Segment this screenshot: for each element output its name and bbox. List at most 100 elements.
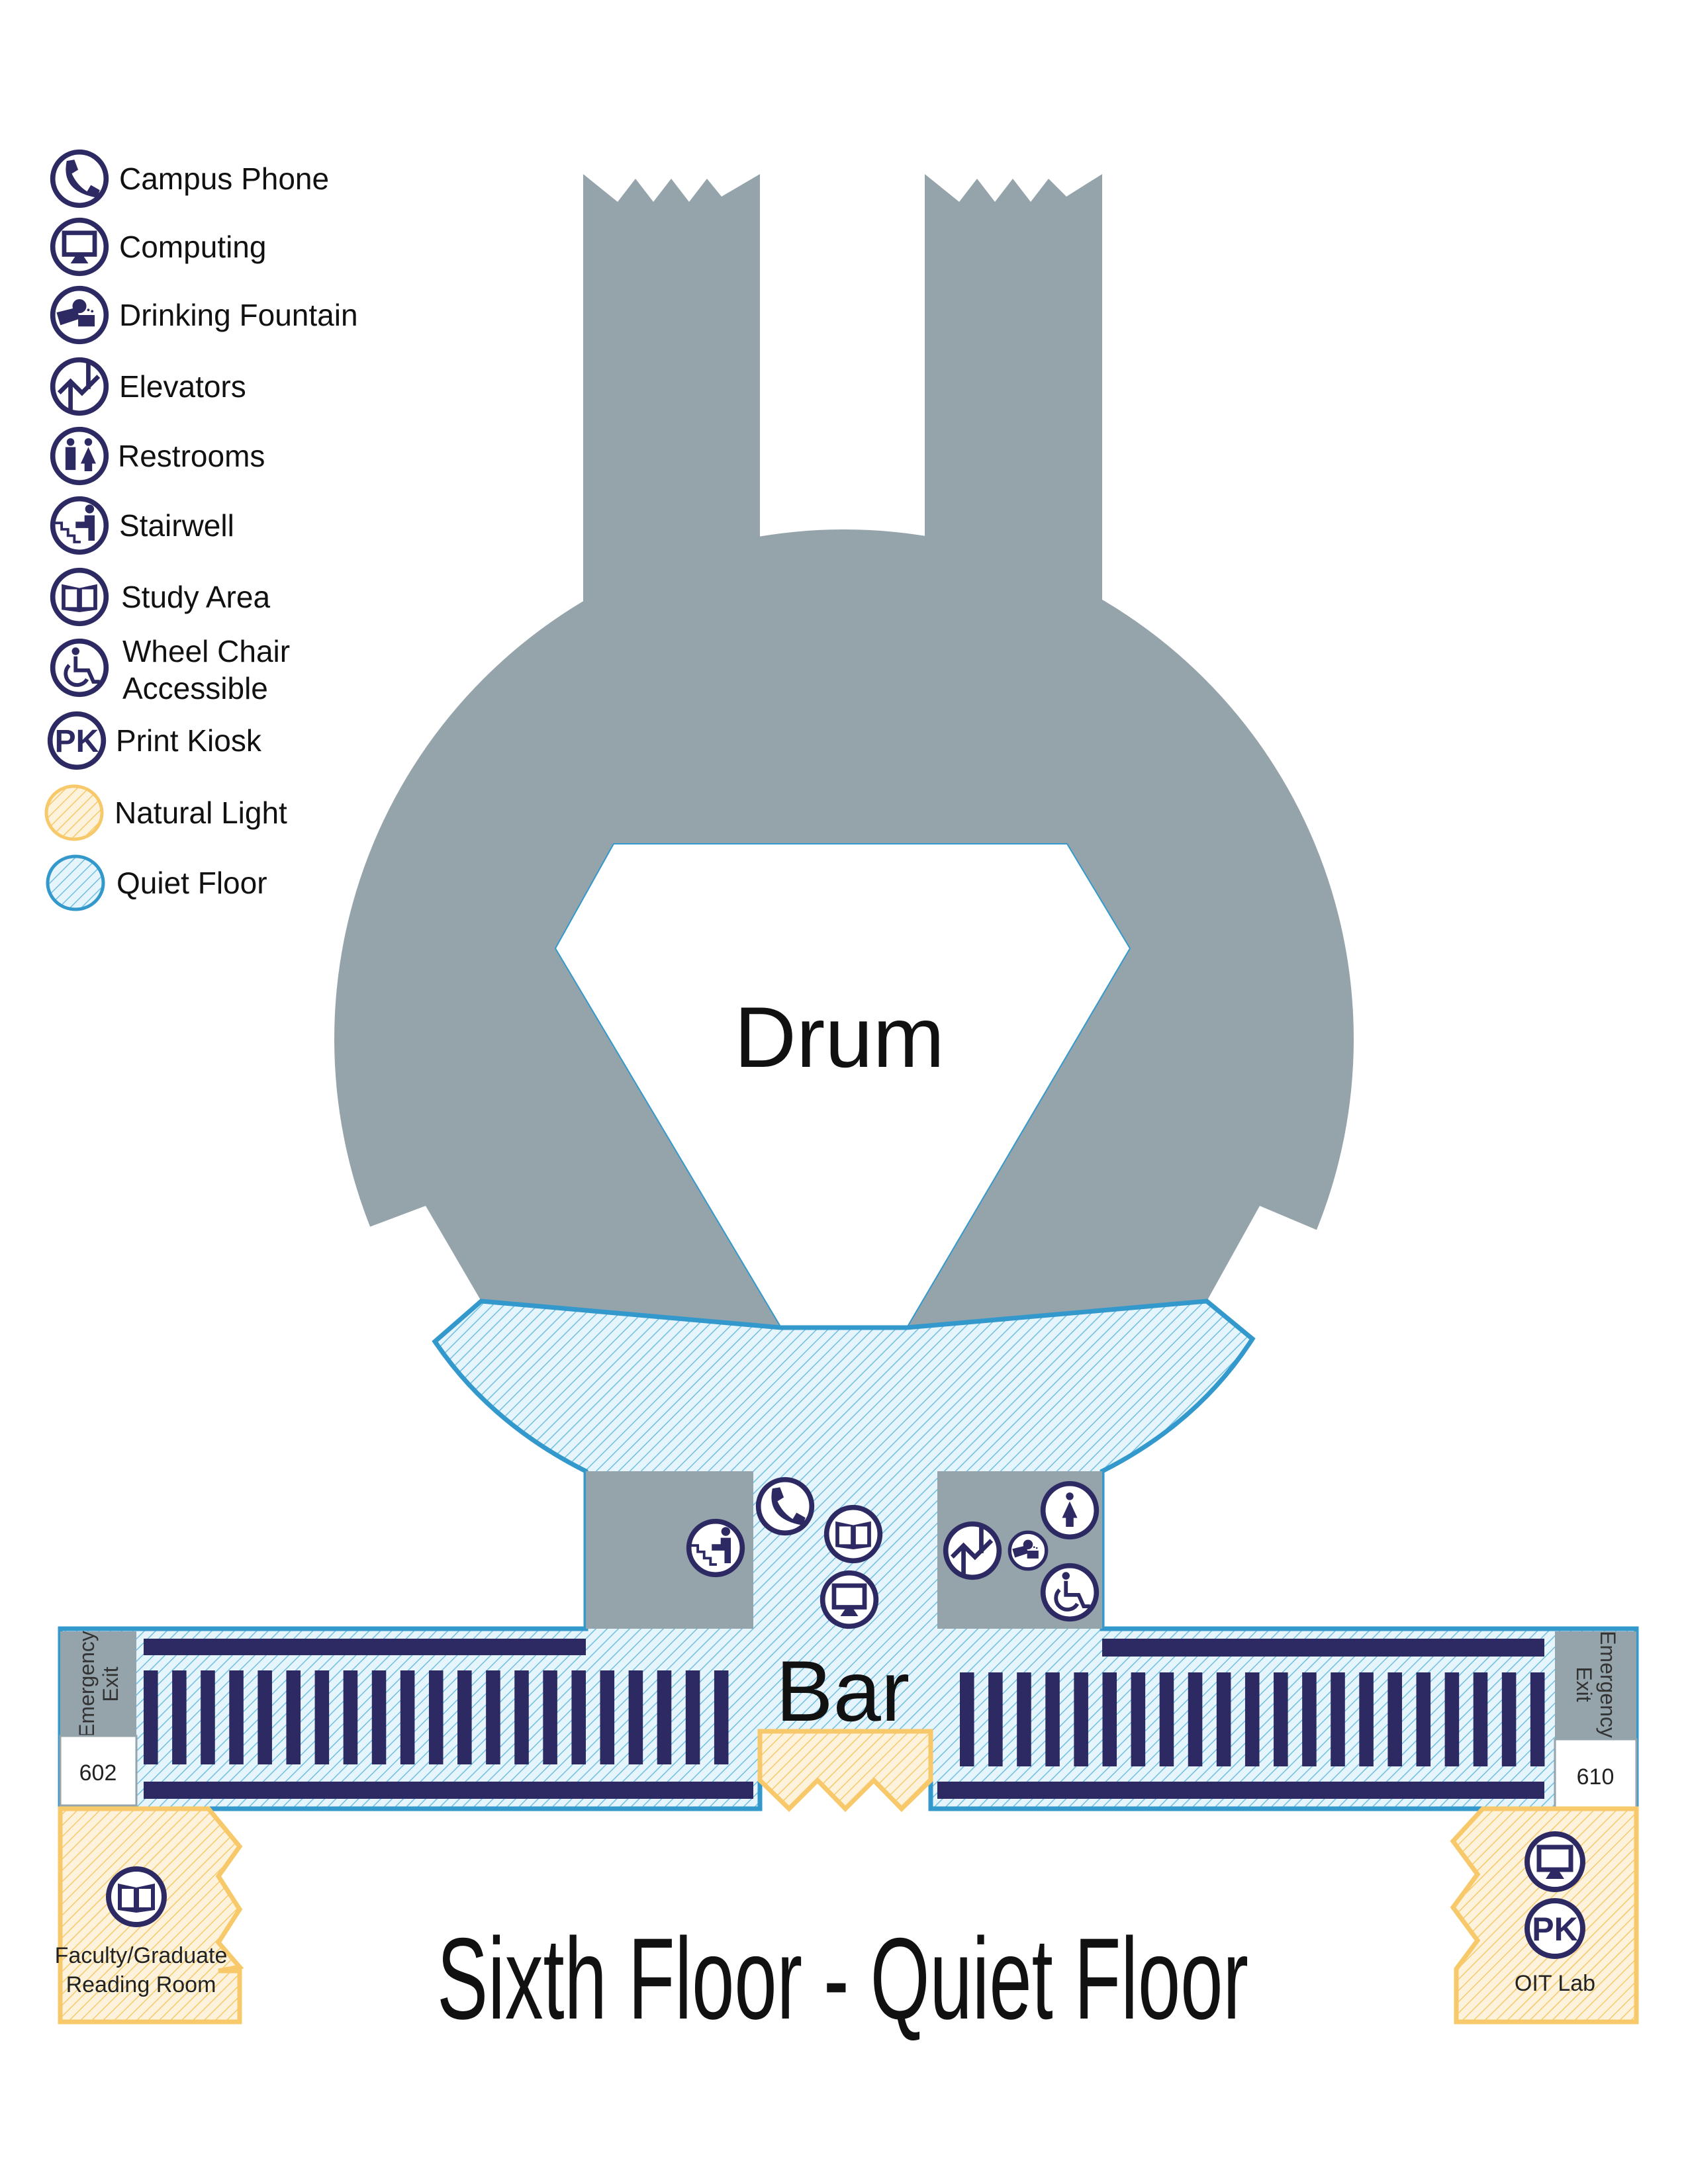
- computer-icon: [1527, 1834, 1583, 1889]
- book-stacks: [144, 1639, 1545, 1799]
- legend-item-computing: Computing: [53, 220, 266, 274]
- stack-shelf: [1102, 1639, 1544, 1657]
- legend-label: Computing: [119, 230, 266, 264]
- legend-label: Stairwell: [119, 508, 234, 543]
- stack-range: [1416, 1672, 1431, 1766]
- stairwell-icon: [689, 1522, 743, 1575]
- page-title-group: Sixth Floor - Quiet Floor: [437, 1915, 1248, 2044]
- stack-range: [1359, 1672, 1374, 1766]
- stack-range: [314, 1670, 330, 1764]
- legend-item-elevators: Elevators: [53, 360, 246, 414]
- stack-range: [1244, 1672, 1260, 1766]
- emergency-exit-label: Exit: [1572, 1666, 1596, 1702]
- stack-range: [714, 1670, 729, 1764]
- legend-item-campus-phone: Campus Phone: [53, 152, 329, 206]
- legend-item-stairwell: Stairwell: [53, 499, 234, 553]
- stack-range: [428, 1670, 444, 1764]
- drinking-fountain-icon: [1009, 1532, 1046, 1569]
- stack-range: [486, 1670, 500, 1764]
- legend-label: Restrooms: [118, 439, 265, 473]
- restroom-icon: [1043, 1484, 1097, 1537]
- quiet-floor-swatch: [46, 854, 105, 911]
- stack-range: [1159, 1672, 1174, 1766]
- legend-label: Wheel Chair: [122, 634, 290, 668]
- stack-range: [1387, 1672, 1402, 1766]
- wheelchair-icon: [53, 641, 107, 695]
- computer-icon: [53, 220, 107, 274]
- stack-shelf: [144, 1782, 753, 1799]
- legend-label: Accessible: [122, 671, 268, 705]
- print-kiosk-glyph: PK: [1532, 1911, 1577, 1948]
- wheelchair-icon: [1043, 1566, 1097, 1619]
- room-number: 602: [79, 1760, 117, 1786]
- computer-icon: [823, 1573, 876, 1627]
- legend-item-quiet-floor: Quiet Floor: [46, 854, 267, 911]
- natural-light-swatch: [44, 784, 104, 841]
- bar-label: Bar: [776, 1643, 910, 1739]
- room-number: 610: [1577, 1764, 1615, 1790]
- emergency-exit-label: Emergency: [1596, 1631, 1620, 1738]
- stack-range: [571, 1670, 586, 1764]
- legend-label: Campus Phone: [119, 161, 329, 196]
- stack-range: [144, 1670, 158, 1764]
- drinking-fountain-icon: [53, 289, 107, 342]
- legend-label: Print Kiosk: [116, 723, 262, 758]
- stack-range: [685, 1670, 700, 1764]
- stack-range: [1188, 1672, 1203, 1766]
- stack-range: [229, 1670, 244, 1764]
- elevator-icon: [53, 360, 107, 414]
- stack-range: [201, 1670, 215, 1764]
- stack-range: [960, 1672, 974, 1766]
- stack-shelf: [937, 1782, 1544, 1799]
- legend-item-wheelchair: Wheel Chair Accessible: [53, 634, 290, 705]
- stack-range: [371, 1670, 387, 1764]
- building-structure: Drum: [334, 174, 1354, 1328]
- study-area-icon: [109, 1869, 164, 1925]
- legend-label: Study Area: [121, 580, 270, 614]
- legend: Campus Phone Computing Drinking Fountain…: [44, 152, 358, 911]
- page-title: Sixth Floor - Quiet Floor: [437, 1915, 1248, 2044]
- stack-range: [172, 1670, 187, 1764]
- legend-item-print-kiosk: PK Print Kiosk: [50, 714, 262, 768]
- stack-shelf: [144, 1639, 586, 1655]
- legend-item-restrooms: Restrooms: [53, 430, 265, 483]
- stairwell-icon: [53, 499, 107, 553]
- stack-range: [1131, 1672, 1146, 1766]
- stack-range: [988, 1672, 1003, 1766]
- drum-label: Drum: [734, 989, 945, 1085]
- reading-room-label: Reading Room: [66, 1972, 216, 1997]
- stack-range: [514, 1670, 529, 1764]
- stack-range: [600, 1670, 615, 1764]
- stack-range: [1045, 1672, 1060, 1766]
- stack-range: [1444, 1672, 1460, 1766]
- north-towers: [583, 174, 1102, 662]
- stack-range: [1274, 1672, 1288, 1766]
- stack-range: [400, 1670, 415, 1764]
- legend-label: Quiet Floor: [117, 866, 267, 900]
- room-602: [59, 1735, 138, 1807]
- legend-item-drinking-fountain: Drinking Fountain: [53, 289, 358, 342]
- stack-range: [628, 1670, 643, 1764]
- legend-label: Elevators: [119, 369, 246, 404]
- restroom-icon: [53, 430, 107, 483]
- stack-range: [286, 1670, 301, 1764]
- left-emergency-exit: [60, 1631, 136, 1736]
- print-kiosk-glyph: PK: [55, 724, 99, 759]
- stack-range: [543, 1670, 557, 1764]
- oit-lab-label: OIT Lab: [1515, 1971, 1595, 1996]
- emergency-exit-label: Emergency: [75, 1631, 99, 1738]
- elevator-icon: [946, 1524, 1000, 1578]
- study-area-icon: [827, 1508, 880, 1561]
- reading-room-label: Faculty/Graduate: [55, 1943, 228, 1968]
- stack-range: [1102, 1672, 1117, 1766]
- stack-range: [1501, 1672, 1517, 1766]
- legend-item-study-area: Study Area: [53, 570, 270, 624]
- stack-range: [343, 1670, 358, 1764]
- legend-item-natural-light: Natural Light: [44, 784, 287, 841]
- stack-range: [1473, 1672, 1488, 1766]
- stack-range: [1302, 1672, 1317, 1766]
- phone-icon: [759, 1480, 812, 1533]
- stack-range: [1074, 1672, 1088, 1766]
- stack-range: [1331, 1672, 1345, 1766]
